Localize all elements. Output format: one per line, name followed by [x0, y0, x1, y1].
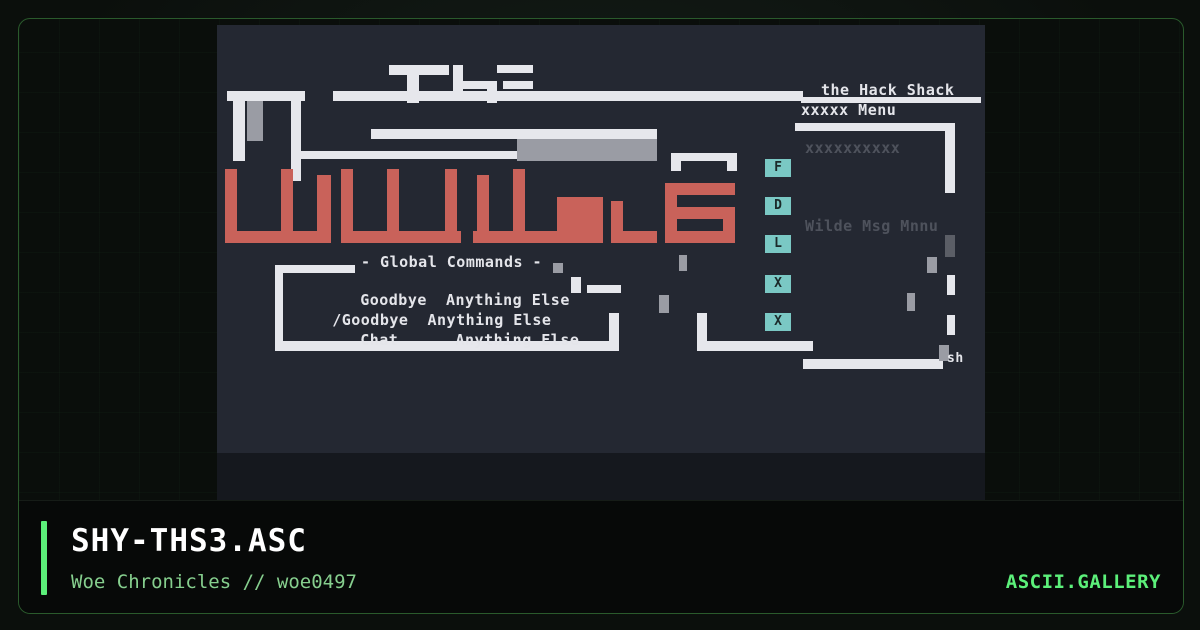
art-block: [947, 315, 955, 335]
art-red-block: [445, 169, 457, 243]
art-red-block: [513, 169, 525, 243]
art-red-block: [557, 197, 603, 243]
command-name: Goodbye: [360, 291, 427, 309]
art-faint-line: xxxxxxxxxx: [805, 139, 901, 157]
command-name: /Goodbye: [332, 311, 409, 329]
footer: SHY-THS3.ASC Woe Chronicles // woe0497 A…: [19, 500, 1183, 613]
art-block: [671, 153, 735, 161]
art-red-block: [611, 231, 657, 243]
art-block: [297, 151, 637, 159]
art-block: [571, 277, 581, 293]
art-block: [371, 129, 657, 139]
command-row-2: Chat Anything Else: [303, 313, 579, 367]
art-red-block: [225, 231, 321, 243]
menu-key: X: [765, 275, 791, 293]
command-name: Chat: [360, 331, 399, 349]
art-block: [275, 265, 355, 273]
site-brand[interactable]: ASCII.GALLERY: [1005, 571, 1161, 593]
art-red-block: [281, 169, 293, 243]
art-block: [517, 139, 657, 161]
art-block: [727, 153, 737, 171]
art-red-block: [387, 169, 399, 243]
menu-key: F: [765, 159, 791, 177]
art-block: [697, 341, 813, 351]
art-red-block: [665, 183, 735, 195]
art-block: [801, 97, 981, 103]
art-block: [275, 341, 615, 351]
art-block: [233, 91, 245, 161]
menu-key: D: [765, 197, 791, 215]
art-header-menu: xxxxx Menu: [801, 101, 897, 119]
art-red-block: [317, 175, 331, 243]
art-block: [333, 91, 803, 101]
art-block: [609, 313, 619, 351]
art-red-block: [341, 169, 353, 243]
art-block: [697, 313, 707, 349]
art-block: [503, 81, 533, 89]
art-block: [927, 257, 937, 273]
menu-key: L: [765, 235, 791, 253]
commands-heading: - Global Commands -: [361, 253, 543, 271]
accent-bar: [41, 521, 47, 595]
art-red-block: [225, 169, 237, 243]
art-block: [291, 91, 301, 181]
art-block: [497, 65, 533, 73]
artwork-title: SHY-THS3.ASC: [71, 523, 307, 559]
command-action: Anything Else: [455, 331, 580, 349]
art-block: [945, 235, 955, 257]
art-corner-fragment: sh: [947, 351, 964, 366]
ascii-artwork: the Hack Shack xxxxx Menu xxxxxxxxxx Wil…: [217, 25, 985, 501]
art-block: [275, 265, 283, 351]
art-block: [227, 91, 305, 101]
art-block: [679, 255, 687, 271]
art-bottom-band: [217, 453, 985, 501]
command-row-0: Goodbye Anything Else: [303, 273, 570, 327]
art-block: [803, 359, 943, 369]
command-action: Anything Else: [427, 311, 552, 329]
art-header-title: the Hack Shack: [821, 81, 955, 99]
artwork-subtitle: Woe Chronicles // woe0497: [71, 571, 357, 593]
art-block: [247, 101, 263, 141]
card-frame: the Hack Shack xxxxx Menu xxxxxxxxxx Wil…: [18, 18, 1184, 614]
art-red-block: [477, 175, 489, 243]
menu-key: X: [765, 313, 791, 331]
art-block: [453, 81, 497, 89]
command-action: Anything Else: [445, 291, 570, 309]
command-row-1: /Goodbye Anything Else: [275, 293, 551, 347]
art-block: [671, 153, 681, 171]
art-block: [907, 293, 915, 311]
art-block: [945, 123, 955, 193]
art-block: [553, 263, 563, 273]
art-block: [389, 65, 449, 75]
art-block: [659, 295, 669, 313]
art-faint-line: Wilde Msg Mnnu: [805, 217, 939, 235]
art-block: [587, 285, 621, 293]
art-red-block: [665, 231, 735, 243]
art-block: [795, 123, 955, 131]
art-red-block: [341, 231, 461, 243]
art-block: [939, 345, 949, 361]
art-red-block: [665, 207, 735, 219]
art-block: [947, 275, 955, 295]
